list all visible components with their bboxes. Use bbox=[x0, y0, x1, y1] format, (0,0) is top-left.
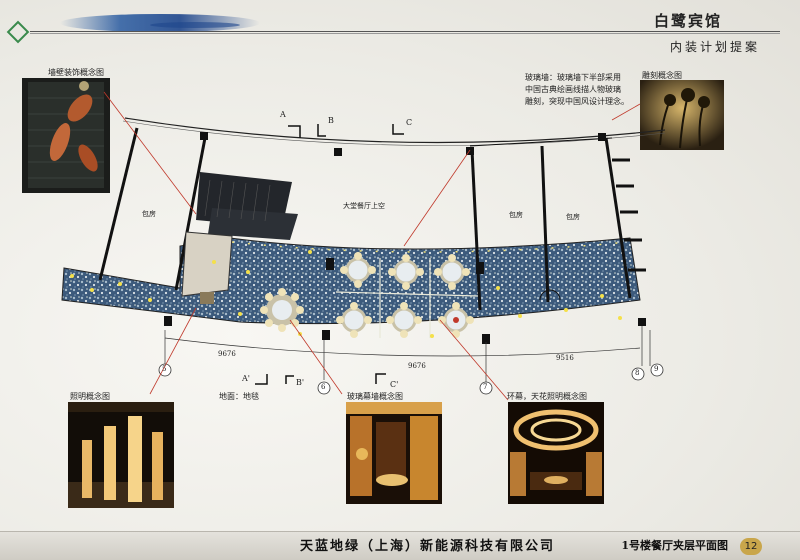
glass-curtain-photo bbox=[346, 402, 442, 504]
company-name: 天蓝地绿（上海）新能源科技有限公司 bbox=[300, 539, 556, 554]
label-private-room-mid: 包房 bbox=[509, 211, 523, 219]
caption-floor: 地面：地毯 bbox=[219, 392, 259, 401]
drawing-title: 1号楼餐厅夹层平面图 bbox=[621, 539, 728, 552]
dimension-1: 9676 bbox=[218, 350, 236, 358]
section-marker-b2: B' bbox=[296, 378, 305, 387]
section-marker-c2: C' bbox=[390, 380, 399, 389]
header-divider bbox=[30, 31, 780, 32]
caption-glass-curtain: 玻璃幕墙概念图 bbox=[347, 392, 403, 401]
label-private-room-right: 包房 bbox=[566, 213, 580, 221]
caption-glass-wall-3: 雕刻，突现中国风设计理念。 bbox=[525, 97, 629, 106]
caption-lighting: 照明概念图 bbox=[70, 392, 110, 401]
axis-8: 8 bbox=[635, 369, 640, 377]
page-number-badge: 12 bbox=[740, 538, 762, 555]
lighting-photo bbox=[68, 402, 174, 508]
dimension-3: 9516 bbox=[556, 354, 574, 362]
hotel-name: 白鹭宾馆 bbox=[653, 12, 722, 30]
proposal-subtitle: 内装计划提案 bbox=[669, 40, 760, 54]
dimension-2: 9676 bbox=[408, 362, 426, 370]
section-marker-c: C bbox=[406, 118, 413, 127]
wall-decor-photo bbox=[22, 78, 110, 193]
footer-bar bbox=[0, 531, 800, 560]
section-marker-a2: A' bbox=[242, 374, 250, 383]
caption-glass-wall-2: 中国古典绘画线描人物玻璃 bbox=[525, 85, 621, 94]
caption-wall-decor: 墙壁装饰概念图 bbox=[48, 68, 104, 77]
brush-stroke-decoration-2 bbox=[150, 22, 240, 28]
axis-5: 5 bbox=[162, 365, 167, 373]
axis-7: 7 bbox=[483, 383, 488, 391]
section-marker-b: B bbox=[328, 116, 334, 125]
section-marker-a: A bbox=[280, 110, 286, 119]
caption-sculpture: 雕刻概念图 bbox=[642, 71, 682, 80]
ring-ceiling-photo bbox=[508, 402, 604, 504]
sculpture-photo bbox=[640, 80, 724, 150]
header-divider-secondary bbox=[30, 33, 780, 34]
label-private-room-left: 包房 bbox=[142, 210, 156, 218]
label-hall-above: 大堂餐厅上空 bbox=[343, 202, 385, 210]
axis-9: 9 bbox=[654, 365, 659, 373]
facade-curve bbox=[124, 117, 666, 144]
dining-tables bbox=[260, 252, 474, 338]
axis-6: 6 bbox=[321, 383, 326, 391]
caption-glass-wall-1: 玻璃墙：玻璃墙下半部采用 bbox=[525, 73, 621, 82]
caption-ring-ceiling: 环幕，天花照明概念图 bbox=[507, 392, 587, 401]
